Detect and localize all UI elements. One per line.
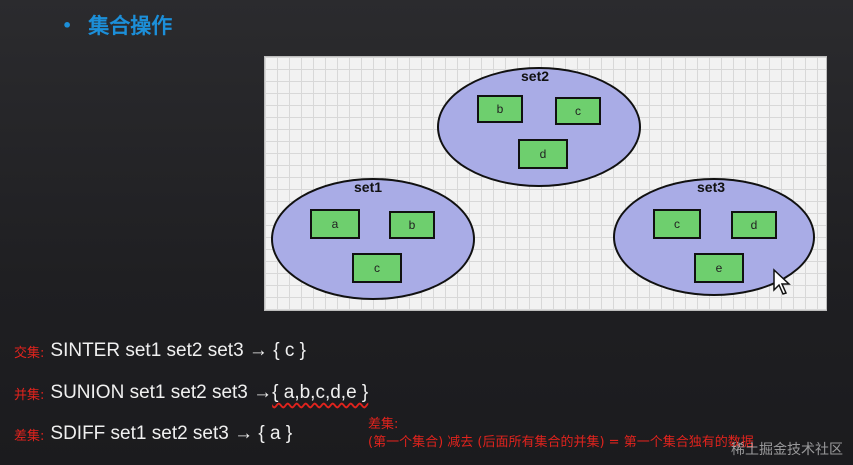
set3-element-e: e: [694, 253, 744, 283]
sdiff-command: SDIFF set1 set2 set3 → { a }: [50, 423, 293, 444]
intersection-label: 交集:: [14, 345, 45, 361]
slide-title-text: 集合操作: [88, 14, 173, 38]
difference-note: 差集: (第一个集合) 减去 (后面所有集合的并集) = 第一个集合独有的数据: [368, 416, 754, 452]
set3-element-c: c: [653, 209, 701, 239]
slide-title: • 集合操作: [62, 10, 172, 40]
set1-label: set1: [354, 179, 383, 195]
union-row: 并集: SUNION set1 set2 set3 → { a,b,c,d,e …: [14, 382, 368, 404]
set2-ellipse: [437, 67, 641, 187]
sunion-command: SUNION set1 set2 set3 →: [50, 382, 273, 403]
set1-element-b: b: [389, 211, 435, 239]
difference-row: 差集: SDIFF set1 set2 set3 → { a }: [14, 423, 292, 445]
difference-note-text: (第一个集合) 减去 (后面所有集合的并集) = 第一个集合独有的数据: [368, 435, 754, 450]
set3-label: set3: [697, 179, 726, 195]
set1-element-a: a: [310, 209, 360, 239]
sunion-result: { a,b,c,d,e }: [272, 382, 369, 403]
intersection-row: 交集: SINTER set1 set2 set3 → { c }: [14, 340, 306, 362]
set2-label: set2: [521, 68, 550, 84]
mouse-cursor-icon: [773, 268, 791, 295]
difference-label: 差集:: [14, 428, 45, 444]
sinter-command: SINTER set1 set2 set3 → { c }: [50, 340, 306, 361]
sets-diagram: set2 b c d set1 a b c set3 c d e: [264, 56, 827, 311]
difference-note-title: 差集:: [368, 417, 399, 432]
set2-element-d: d: [518, 139, 568, 169]
set2-element-c: c: [555, 97, 601, 125]
watermark: 稀土掘金技术社区: [731, 442, 843, 458]
set3-element-d: d: [731, 211, 777, 239]
union-label: 并集:: [14, 387, 45, 403]
set1-element-c: c: [352, 253, 402, 283]
bullet-icon: •: [62, 15, 73, 35]
set2-element-b: b: [477, 95, 523, 123]
